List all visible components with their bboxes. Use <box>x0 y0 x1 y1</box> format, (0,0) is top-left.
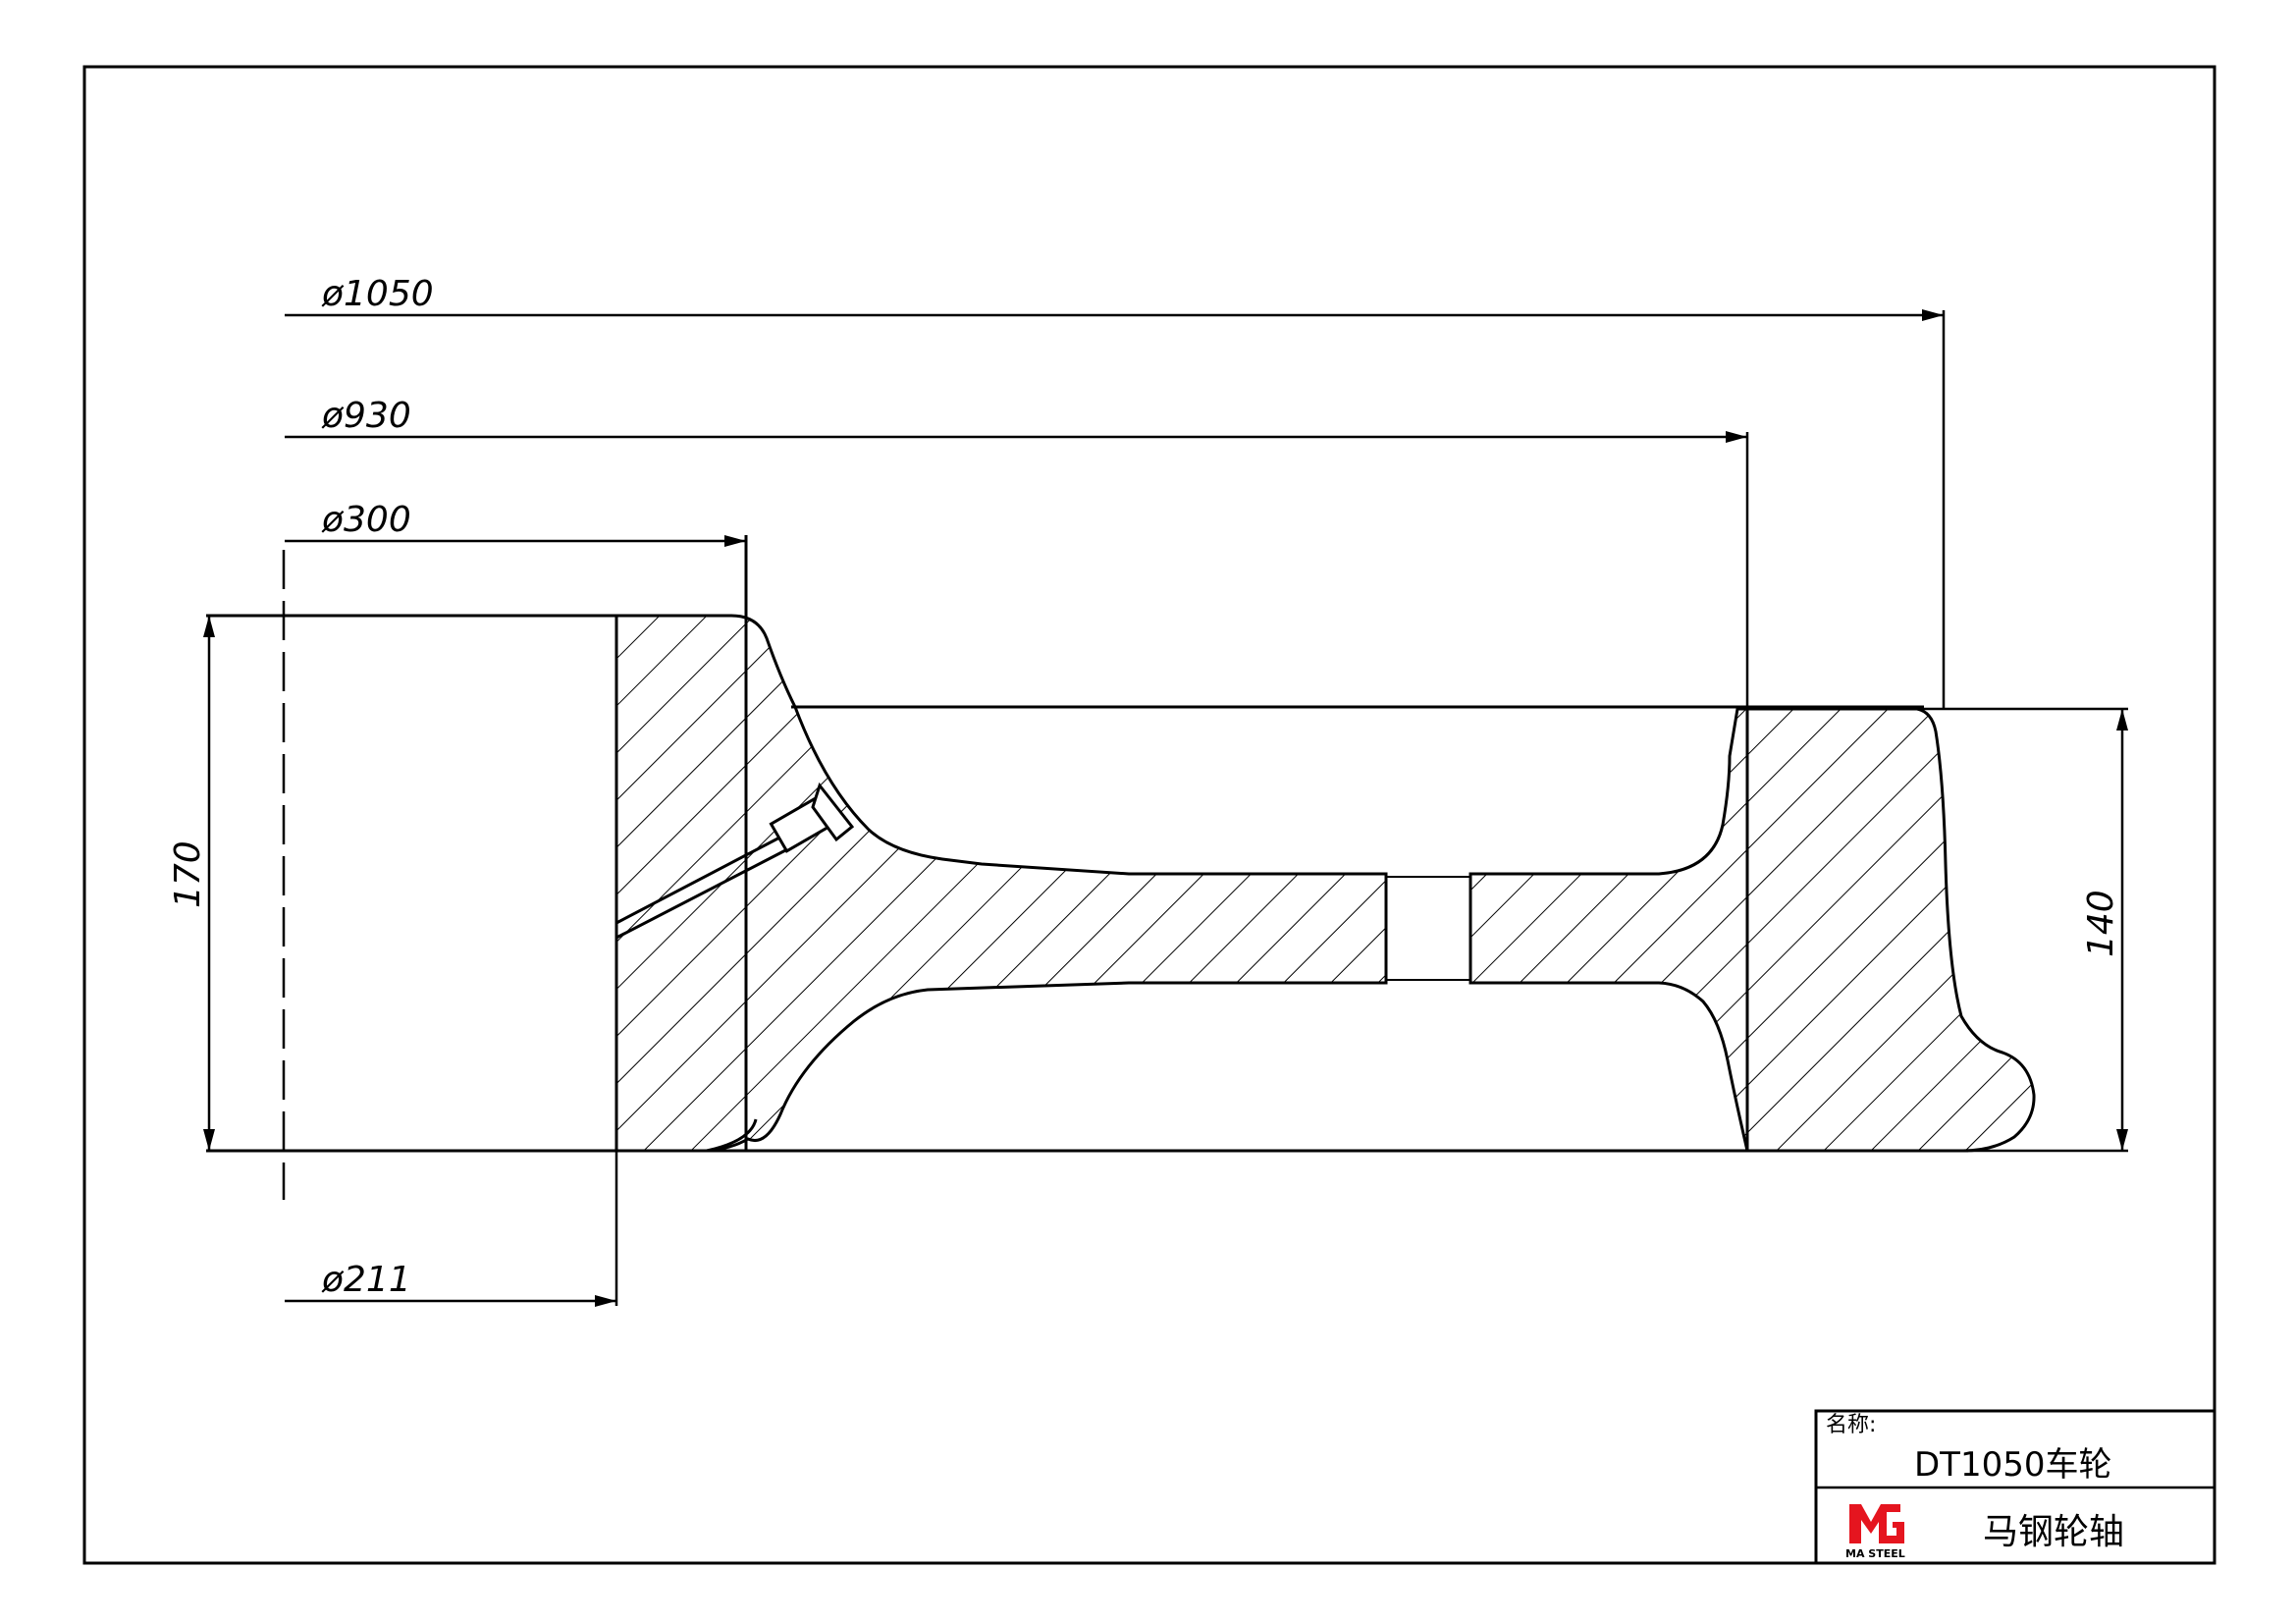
hub-section <box>614 614 1388 1153</box>
logo-sub: MA STEEL <box>1845 1547 1905 1560</box>
dim-d930: ø930 <box>321 396 411 436</box>
part-name: DT1050车轮 <box>1914 1445 2111 1485</box>
dim-h170: 170 <box>168 840 208 908</box>
dim-h140: 140 <box>2081 890 2121 957</box>
name-label: 名称: <box>1826 1413 1876 1437</box>
dimension-lines <box>207 310 2128 1306</box>
dimension-arrows <box>203 309 2128 1307</box>
rim-section <box>1468 707 2036 1153</box>
masteel-logo: MA STEEL <box>1845 1504 1905 1560</box>
dim-d300: ø300 <box>321 500 411 540</box>
dim-d211: ø211 <box>321 1260 411 1300</box>
web-hole <box>1384 874 1472 983</box>
sheet-border <box>82 65 2216 1565</box>
title-block: 名称: DT1050车轮 MA STEEL 马钢轮轴 <box>1814 1409 2216 1565</box>
dim-d1050: ø1050 <box>321 274 434 314</box>
body-outlines <box>206 535 1968 1153</box>
company-name: 马钢轮轴 <box>1983 1512 2124 1552</box>
oil-channel <box>615 782 855 940</box>
